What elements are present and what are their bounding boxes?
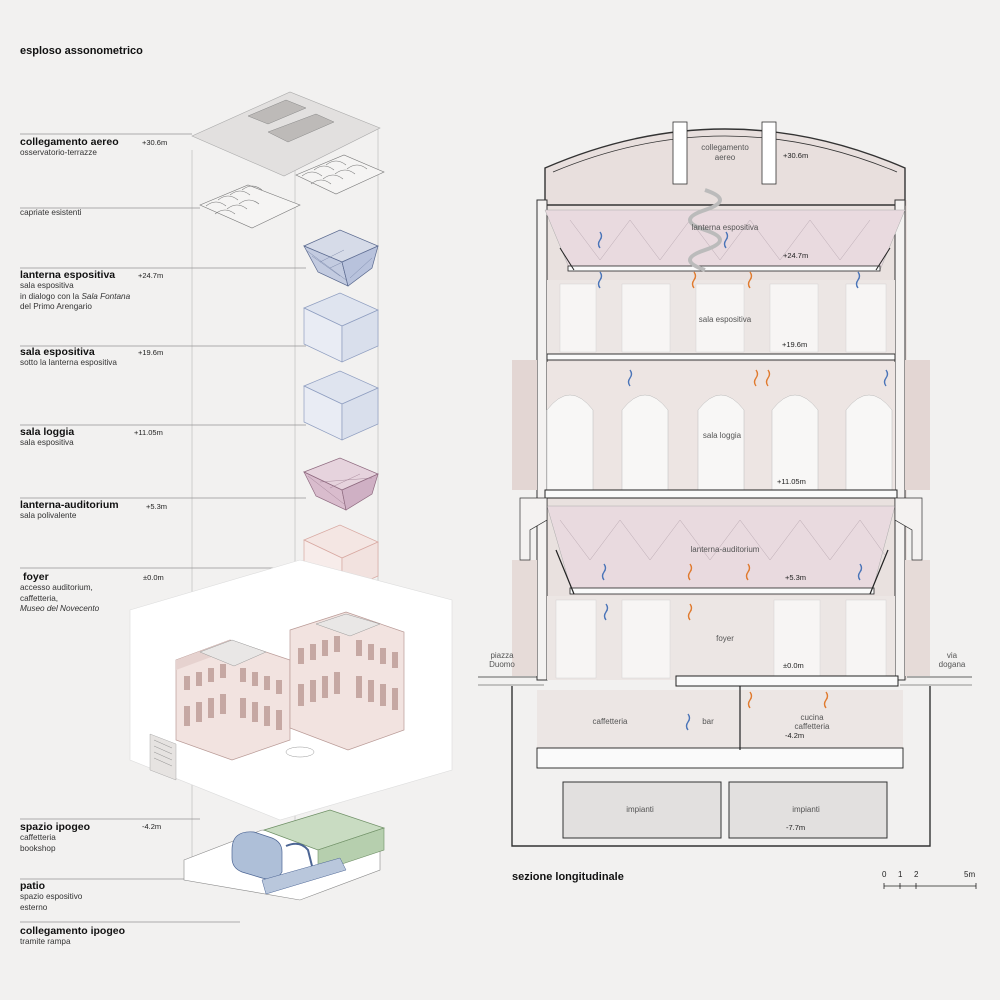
layer-main: sala loggia xyxy=(20,426,75,438)
label-via: via xyxy=(947,651,958,660)
layer-label-collegamento-aereo: collegamento aereo osservatorio-terrazze xyxy=(20,136,200,159)
layer-sub: esterno xyxy=(20,902,48,912)
elev-30-6: +30.6m xyxy=(783,151,808,160)
layer-main: collegamento aereo xyxy=(20,136,119,148)
layer-label-spazio-ipogeo: spazio ipogeo caffetteria bookshop xyxy=(20,821,200,854)
elev-minus-4-2: -4.2m xyxy=(785,731,804,740)
layer-main: collegamento ipogeo xyxy=(20,925,126,937)
underground-section xyxy=(511,686,931,847)
label-sala-espositiva: sala espositiva xyxy=(699,315,752,324)
building-left xyxy=(149,639,291,781)
layer-main: spazio ipogeo xyxy=(20,821,91,833)
label-duomo: Duomo xyxy=(489,660,515,669)
label-foyer: foyer xyxy=(716,634,734,643)
scale-label-1: 1 xyxy=(898,870,903,879)
layer-main: lanterna-auditorium xyxy=(20,499,119,511)
label-caffetteria: caffetteria xyxy=(593,717,629,726)
lanterna-auditorium-box xyxy=(303,457,379,511)
layer-sub: del Primo Arengario xyxy=(20,302,92,311)
label-aereo: aereo xyxy=(715,153,736,162)
layer-elevation: +30.6m xyxy=(142,138,168,147)
layer-sub: tramite rampa xyxy=(20,937,71,946)
layer-elevation: +24.7m xyxy=(138,271,164,280)
section-drawing: collegamento aereo lanterna espositiva s… xyxy=(478,121,972,847)
sala-loggia-section xyxy=(544,362,898,499)
layer-sub: caffetteria xyxy=(20,833,56,842)
layer-label-patio: patio spazio espositivo esterno xyxy=(20,880,200,913)
section-title: sezione longitudinale xyxy=(512,871,624,883)
label-impianti-left: impianti xyxy=(626,805,654,814)
label-cucina: cucina xyxy=(800,713,824,722)
elev-0-0: ±0.0m xyxy=(783,661,804,670)
trusses xyxy=(199,154,385,229)
elev-24-7: +24.7m xyxy=(783,251,808,260)
layer-elevation: ±0.0m xyxy=(143,573,164,582)
elev-5-3: +5.3m xyxy=(785,573,806,582)
layer-sub: sotto la lanterna espositiva xyxy=(20,358,117,367)
sala-loggia-box xyxy=(303,370,379,441)
axonometric-title: esploso assonometrico xyxy=(20,45,143,57)
elevation-markers: +30.6m +24.7m +19.6m +11.05m +5.3m ±0.0m… xyxy=(777,151,808,832)
layer-sub-text: in dialogo con la xyxy=(20,291,82,301)
room-labels: collegamento aereo lanterna espositiva s… xyxy=(489,143,966,814)
layer-elevation: +5.3m xyxy=(146,502,168,511)
label-impianti-right: impianti xyxy=(792,805,820,814)
ventilation-arrows xyxy=(597,231,889,731)
label-lanterna-auditorium: lanterna-auditorium xyxy=(691,545,760,554)
foyer-section xyxy=(547,596,899,687)
layer-label-sala-espositiva: sala espositiva sotto la lanterna esposi… xyxy=(20,346,200,369)
sala-espositiva-box xyxy=(303,292,379,363)
lanterna-espositiva-section xyxy=(544,209,906,272)
layer-sub: sala espositiva xyxy=(20,281,74,290)
scale-label-5m: 5m xyxy=(964,870,976,879)
layer-elevation: -4.2m xyxy=(142,822,162,831)
label-dogana: dogana xyxy=(939,660,966,669)
layer-label-lanterna-espositiva: lanterna espositiva sala espositiva in d… xyxy=(20,269,200,313)
layer-sub-dialogo: in dialogo con la Sala Fontana xyxy=(20,292,200,303)
sala-fontana-text: Sala Fontana xyxy=(81,291,131,301)
layer-elevation: +11.05m xyxy=(134,428,163,437)
skylight-shafts xyxy=(672,121,777,272)
label-lanterna-espositiva: lanterna espositiva xyxy=(692,223,759,232)
layer-main: patio xyxy=(20,880,46,892)
layer-label-capriate: capriate esistenti xyxy=(20,208,200,219)
layer-label-lanterna-auditorium: lanterna-auditorium sala polivalente xyxy=(20,499,200,522)
layer-sub: spazio espositivo xyxy=(20,892,83,901)
roof-slab xyxy=(191,91,381,177)
layer-sub: capriate esistenti xyxy=(20,208,82,217)
layer-elevation: +19.6m xyxy=(138,348,164,357)
layer-main: sala espositiva xyxy=(20,346,95,358)
label-collegamento: collegamento xyxy=(701,143,749,152)
sala-espositiva-section xyxy=(546,280,896,361)
scale-label-2: 2 xyxy=(914,870,919,879)
lanterna-espositiva-box xyxy=(303,229,379,287)
layer-main: foyer xyxy=(23,571,49,583)
layer-label-sala-loggia: sala loggia sala espositiva xyxy=(20,426,200,449)
layer-sub: bookshop xyxy=(20,843,56,853)
axonometric-drawing xyxy=(20,91,453,923)
layer-sub: sala espositiva xyxy=(20,438,74,447)
layer-main: lanterna espositiva xyxy=(20,269,116,281)
scale-bar xyxy=(883,883,977,889)
scale-label-0: 0 xyxy=(882,870,887,879)
underground-level xyxy=(183,809,386,901)
elev-minus-7-7: -7.7m xyxy=(786,823,805,832)
building-right xyxy=(285,611,405,758)
label-cucina-caffetteria: caffetteria xyxy=(795,722,831,731)
lanterna-auditorium-section xyxy=(519,497,923,595)
layer-sub: osservatorio-terrazze xyxy=(20,148,97,157)
ground-lines xyxy=(478,676,972,686)
layer-label-collegamento-ipogeo: collegamento ipogeo tramite rampa xyxy=(20,925,200,948)
label-sala-loggia: sala loggia xyxy=(703,431,742,440)
elev-19-6: +19.6m xyxy=(782,340,807,349)
elev-11-05: +11.05m xyxy=(777,477,806,486)
layer-sub: accesso auditorium, xyxy=(20,583,93,592)
layer-sub: sala polivalente xyxy=(20,511,77,520)
label-piazza: piazza xyxy=(490,651,514,660)
label-bar: bar xyxy=(702,717,714,726)
layer-sub: caffetteria, xyxy=(20,593,59,603)
museo-text: Museo del Novecento xyxy=(20,604,100,613)
layer-label-foyer: foyer accesso auditorium, caffetteria, M… xyxy=(20,571,203,615)
